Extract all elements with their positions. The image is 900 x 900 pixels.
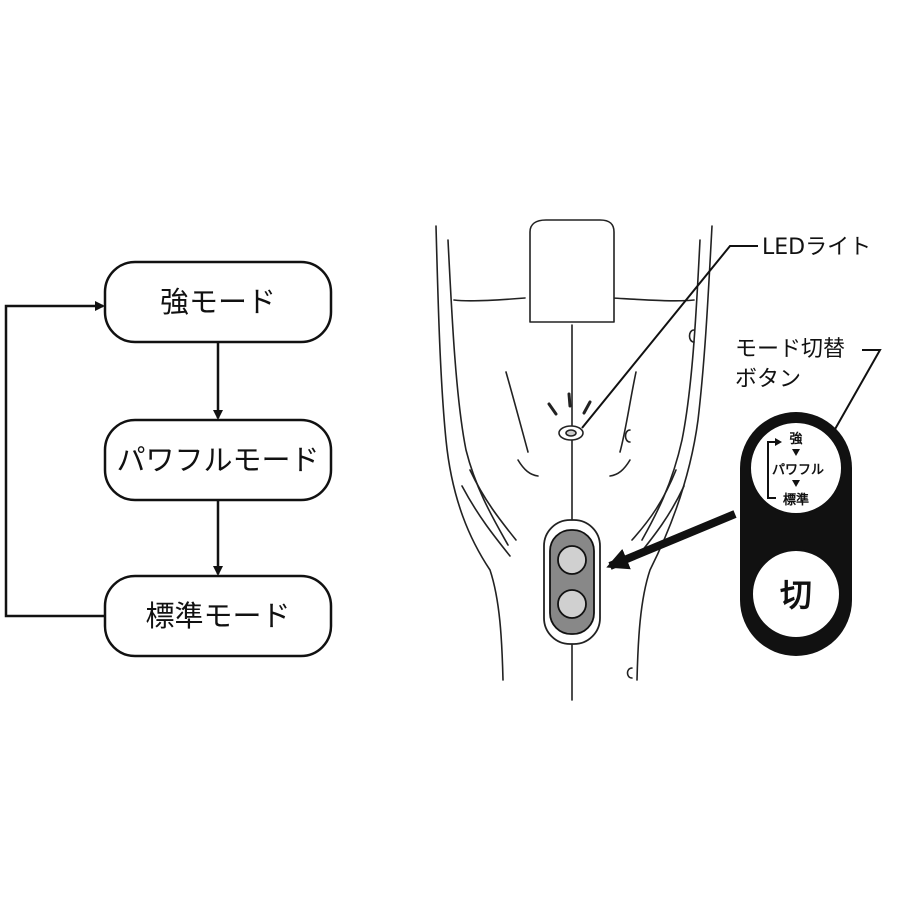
groove-right-4 [609, 459, 631, 477]
panel-off-button[interactable] [751, 549, 841, 639]
mode-flowchart: 強モード パワフルモード 標準モード [4, 260, 333, 658]
device-mode-button[interactable] [557, 545, 587, 575]
mode-label-strong: 強モード [160, 285, 276, 319]
groove-left-3 [505, 371, 529, 453]
groove-right-1 [631, 469, 677, 541]
groove-right-3 [619, 371, 637, 453]
led-ray-right [582, 400, 592, 415]
panel-label-off: 切 [780, 576, 812, 614]
panel-label-standard: 標準 [783, 492, 809, 508]
shoulder-left [453, 297, 526, 302]
device-illustration [435, 219, 713, 701]
screw-mark-mid [624, 429, 631, 443]
panel-loop-line [767, 441, 776, 499]
panel-label-powerful: パワフル [772, 463, 824, 478]
body-left-edge [435, 225, 504, 681]
body-right-inner [641, 239, 701, 541]
callout-led: LEDライト [581, 235, 871, 429]
callout-mode-button-line1: モード切替 [735, 337, 845, 362]
groove-left-1 [469, 469, 517, 541]
panel-label-strong: 強 [789, 431, 802, 447]
led-ray-left [547, 402, 558, 416]
mode-label-powerful: パワフルモード [116, 443, 319, 477]
pointer-arrow [606, 510, 737, 570]
body-right-edge [636, 225, 713, 681]
callout-led-label: LEDライト [762, 235, 871, 260]
arrow-standard-to-strong [4, 301, 105, 618]
screw-mark-bottom [626, 667, 633, 679]
device-off-button[interactable] [557, 589, 587, 619]
button-panel: 強 パワフル 標準 切 [740, 412, 852, 656]
mode-label-standard: 標準モード [145, 599, 290, 633]
panel-loop-arrow [775, 438, 782, 446]
callout-mode-button: モード切替 ボタン [735, 337, 882, 439]
screw-mark-top [688, 329, 695, 343]
nozzle-top [529, 219, 615, 323]
panel-mode-button[interactable] [749, 421, 843, 515]
callout-mode-button-line2: ボタン [735, 367, 801, 392]
groove-left-2 [461, 485, 511, 557]
body-left-inner [447, 239, 509, 546]
led-lens [565, 429, 577, 437]
panel-arrow-down-2 [792, 480, 800, 487]
panel-arrow-down-1 [792, 449, 800, 456]
callout-led-line [581, 245, 758, 429]
shoulder-right [611, 297, 695, 302]
callout-mode-button-line [829, 349, 882, 439]
groove-left-4 [517, 459, 539, 477]
led-ray-center [567, 392, 572, 408]
